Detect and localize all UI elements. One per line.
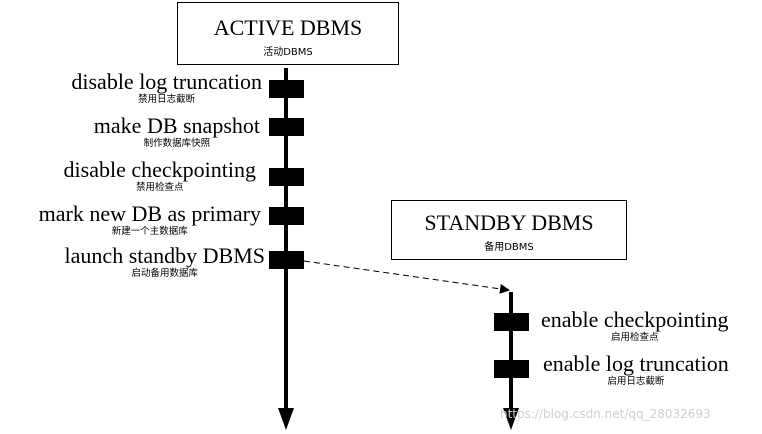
active-dbms-subtitle: 活动DBMS: [263, 47, 313, 58]
launch-arrow: [303, 260, 510, 294]
step-enable-checkpointing: enable checkpointing 启用检查点: [541, 308, 729, 344]
standby-dbms-title: STANDBY DBMS: [424, 210, 594, 235]
watermark: https://blog.csdn.net/qq_28032693: [500, 407, 711, 421]
step-disable-checkpointing: disable checkpointing 禁用检查点: [64, 158, 256, 194]
step-label: enable log truncation: [543, 351, 729, 376]
standby-timeline-arrowhead: [503, 408, 519, 430]
standby-dbms-subtitle: 备用DBMS: [484, 242, 534, 253]
step-enable-log-truncation: enable log truncation 启用日志截断: [543, 352, 729, 388]
active-dbms-box: ACTIVE DBMS 活动DBMS: [177, 2, 399, 65]
step-label: make DB snapshot: [93, 113, 260, 138]
step-marker-4: [269, 207, 304, 225]
step-label: disable checkpointing: [63, 157, 256, 182]
step-label: enable checkpointing: [541, 307, 729, 332]
step-label: disable log truncation: [71, 69, 262, 94]
step-marker-5: [269, 251, 304, 269]
step-sublabel: 启用检查点: [611, 332, 659, 343]
active-dbms-title: ACTIVE DBMS: [213, 15, 363, 40]
step-label: launch standby DBMS: [64, 243, 265, 268]
step-sublabel: 启用日志截断: [607, 376, 665, 387]
step-marker-2: [269, 118, 304, 136]
standby-step-marker-1: [494, 313, 529, 331]
step-sublabel: 新建一个主数据库: [111, 226, 188, 237]
step-label: mark new DB as primary: [38, 201, 261, 226]
standby-dbms-box: STANDBY DBMS 备用DBMS: [391, 200, 627, 260]
step-marker-3: [269, 168, 304, 186]
step-sublabel: 启动备用数据库: [131, 268, 199, 279]
step-make-db-snapshot: make DB snapshot 制作数据库快照: [94, 114, 260, 150]
active-timeline-arrowhead: [278, 408, 294, 430]
step-launch-standby-dbms: launch standby DBMS 启动备用数据库: [65, 244, 265, 280]
step-mark-new-db-as-primary: mark new DB as primary 新建一个主数据库: [39, 202, 261, 238]
step-sublabel: 制作数据库快照: [143, 138, 211, 149]
step-disable-log-truncation: disable log truncation 禁用日志截断: [71, 70, 262, 106]
step-marker-1: [269, 80, 304, 98]
standby-step-marker-2: [494, 360, 529, 378]
step-sublabel: 禁用日志截断: [138, 94, 196, 105]
step-sublabel: 禁用检查点: [136, 182, 184, 193]
